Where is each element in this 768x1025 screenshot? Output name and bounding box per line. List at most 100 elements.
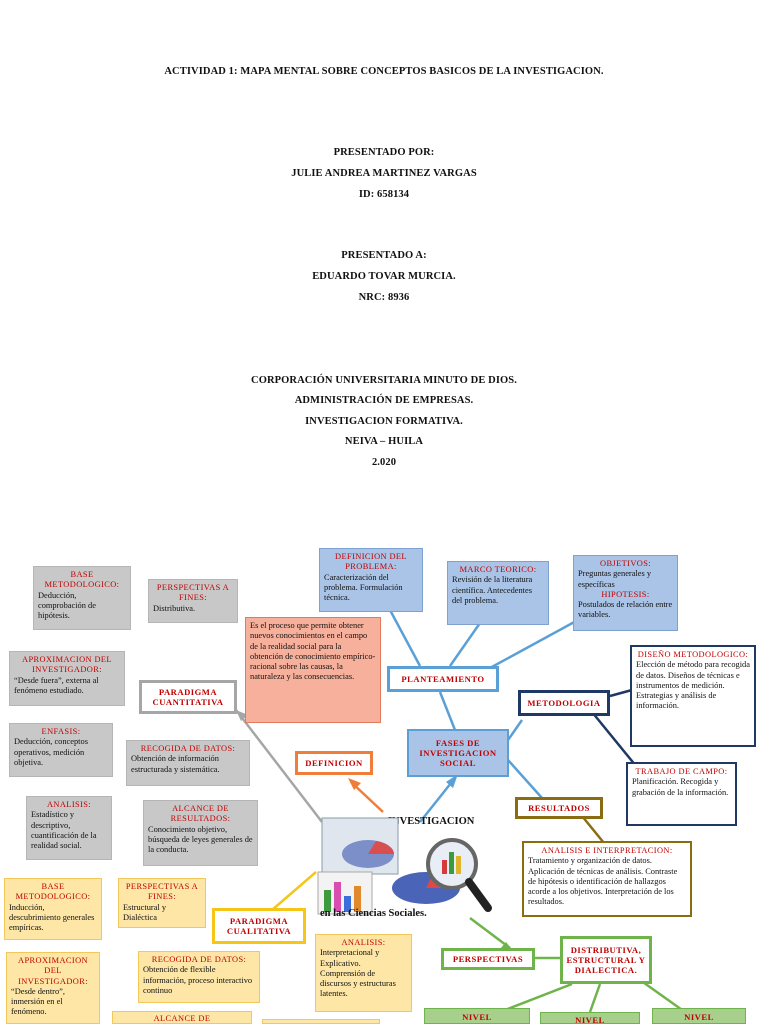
magnifier-handle xyxy=(465,878,492,912)
magnifier-bar-2 xyxy=(449,852,454,874)
metodologia-node: METODOLOGIA xyxy=(518,690,610,716)
alcance-resultados-box: ALCANCE DE RESULTADOS: Conocimiento obje… xyxy=(143,800,258,866)
illustration-title-bottom: en las Ciencias Sociales. xyxy=(320,908,427,919)
link-green-nivel1 xyxy=(499,982,573,1014)
investigacion-illustration: INVESTIGACION en las Ciencias Sociales. xyxy=(316,812,496,930)
box-body: Preguntas generales y específicas xyxy=(578,569,652,589)
box-title: BASE METODOLOGICO: xyxy=(15,882,91,902)
course-name: INVESTIGACION FORMATIVA. xyxy=(305,416,463,427)
diseno-metodologico-box: DISEÑO METODOLOGICO: Elección de método … xyxy=(630,645,756,747)
box-body: “Desde dentro”, inmersión en el fenómeno… xyxy=(11,986,65,1017)
perspectivas-fines-2-box: PERSPECTIVAS A FINES: Estructural y Dial… xyxy=(118,878,206,928)
box-body: Inducción, descubrimiento generales empí… xyxy=(9,902,95,933)
yellow-box-partial xyxy=(262,1019,380,1024)
box-title: ANALISIS E INTERPRETACION: xyxy=(541,846,673,855)
year: 2.020 xyxy=(371,457,397,468)
presented-to-label: PRESENTADO A: xyxy=(341,250,427,261)
perspectivas-fines-box: PERSPECTIVAS A FINES: Distributiva. xyxy=(148,579,238,623)
city-name: NEIVA – HUILA xyxy=(344,436,424,447)
box-title: RECOGIDA DE DATOS: xyxy=(151,955,247,964)
nivel-node-2: NIVEL xyxy=(540,1012,640,1025)
nivel-node-3: NIVEL xyxy=(652,1008,746,1024)
link-blue-marco xyxy=(448,622,482,667)
definicion-text-box: Es el proceso que permite obtener nuevos… xyxy=(245,617,381,723)
program-name: ADMINISTRACIÓN DE EMPRESAS. xyxy=(294,395,474,406)
marco-teorico-box: MARCO TEORICO: Revisión de la literatura… xyxy=(447,561,549,625)
link-blue-planteamiento xyxy=(438,691,457,731)
author-id: ID: 658134 xyxy=(358,189,410,200)
planteamiento-node: PLANTEAMIENTO xyxy=(387,666,499,692)
arrow-blue-fases xyxy=(446,774,458,788)
link-blue-resultados xyxy=(507,759,543,799)
author-name: JULIE ANDREA MARTINEZ VARGAS xyxy=(291,168,477,179)
nivel-node-1: NIVEL xyxy=(424,1008,530,1024)
aproximacion-2-box: APROXIMACION DEL INVESTIGADOR: “Desde de… xyxy=(6,952,100,1024)
box-body-2: Postulados de relación entre variables. xyxy=(578,600,673,620)
link-blue-defprob xyxy=(388,609,422,667)
bar-4 xyxy=(354,886,361,912)
fases-investigacion-node: FASES DE INVESTIGACION SOCIAL xyxy=(407,729,509,777)
box-body: Tratamiento y organización de datos. Apl… xyxy=(528,856,678,907)
link-gray-paradigma xyxy=(235,709,323,823)
box-body: Estructural y Dialéctica xyxy=(123,902,167,922)
box-body: Planificación. Recogida y grabación de l… xyxy=(632,777,729,797)
box-title: APROXIMACION DEL INVESTIGADOR: xyxy=(22,655,112,675)
definicion-problema-box: DEFINICION DEL PROBLEMA: Caracterización… xyxy=(319,548,423,612)
box-body: Estadístico y descriptivo, cuantificació… xyxy=(31,810,97,850)
box-body: Es el proceso que permite obtener nuevos… xyxy=(250,621,376,682)
analisis-2-box: ANALISIS: Interpretacional y Explicativo… xyxy=(315,934,412,1012)
box-body: “Desde fuera”, externa al fenómeno estud… xyxy=(14,675,99,695)
alcance-2-box: ALCANCE DE xyxy=(112,1011,252,1024)
bar-1 xyxy=(324,890,331,912)
box-body: Conocimiento objetivo, búsqueda de leyes… xyxy=(148,824,253,855)
box-body: Elección de método para recogida de dato… xyxy=(636,660,750,711)
box-title: TRABAJO DE CAMPO: xyxy=(635,767,728,776)
box-body: Revisión de la literatura científica. An… xyxy=(452,575,533,605)
box-body: Distributiva. xyxy=(153,603,196,613)
objetivos-box: OBJETIVOS: Preguntas generales y específ… xyxy=(573,555,678,631)
magnifier-bar-1 xyxy=(442,860,447,874)
box-title: ALCANCE DE xyxy=(153,1014,211,1023)
presented-by-label: PRESENTADO POR: xyxy=(333,147,435,158)
arrow-gray-paradigma xyxy=(236,710,248,721)
box-body: Obtención de flexible información, proce… xyxy=(143,965,253,995)
paradigma-cuantitativa-node: PARADIGMA CUANTITATIVA xyxy=(139,680,237,714)
box-title: DEFINICION DEL PROBLEMA: xyxy=(335,552,407,572)
pie-slice xyxy=(368,841,394,854)
box-body: Obtención de información estructurada y … xyxy=(131,754,220,774)
link-green-nivel2 xyxy=(588,983,602,1013)
box-body: Deducción, comprobación de hipótesis. xyxy=(38,590,96,621)
link-olive-analisis xyxy=(581,815,605,844)
definicion-node: DEFINICION xyxy=(295,751,373,775)
link-blue-fases xyxy=(419,777,456,823)
university-name: CORPORACIÓN UNIVERSITARIA MINUTO DE DIOS… xyxy=(251,375,517,386)
box-title: DISEÑO METODOLOGICO: xyxy=(637,650,749,659)
resultados-node: RESULTADOS xyxy=(515,797,603,819)
box-body: Interpretacional y Explicativo. Comprens… xyxy=(320,948,396,999)
box-title: ANALISIS: xyxy=(46,800,92,809)
link-yellow-cualitativa xyxy=(271,871,317,911)
box-title: MARCO TEORICO: xyxy=(459,565,537,574)
teacher-name: EDUARDO TOVAR MURCIA. xyxy=(312,271,456,282)
recogida-datos-box: RECOGIDA DE DATOS: Obtención de informac… xyxy=(126,740,250,786)
link-green-perspectivas xyxy=(469,917,511,949)
box-title: BASE METODOLOGICO: xyxy=(44,570,120,590)
box-title: OBJETIVOS: xyxy=(600,559,651,568)
perspectivas-node: PERSPECTIVAS xyxy=(441,948,535,970)
box-body: Caracterización del problema. Formulació… xyxy=(324,572,403,603)
box-title: APROXIMACION DEL INVESTIGADOR: xyxy=(18,956,88,986)
magnifier-bar-3 xyxy=(456,856,461,874)
enfasis-box: ENFASIS: Deducción, conceptos operativos… xyxy=(9,723,113,777)
arrow-orange-definicion xyxy=(348,778,361,790)
box-subtitle: HIPOTESIS: xyxy=(601,589,650,599)
nrc-code: NRC: 8936 xyxy=(358,292,410,303)
link-blue-metodologia xyxy=(506,719,524,741)
box-body: Deducción, conceptos operativos, medició… xyxy=(14,737,88,767)
box-title: ANALISIS: xyxy=(341,938,386,947)
box-title: ENFASIS: xyxy=(41,727,81,736)
illustration-graphic xyxy=(317,817,492,915)
box-title: PERSPECTIVAS A FINES: xyxy=(156,583,230,603)
illustration-title-top: INVESTIGACION xyxy=(388,816,475,827)
analisis-box: ANALISIS: Estadístico y descriptivo, cua… xyxy=(26,796,112,860)
